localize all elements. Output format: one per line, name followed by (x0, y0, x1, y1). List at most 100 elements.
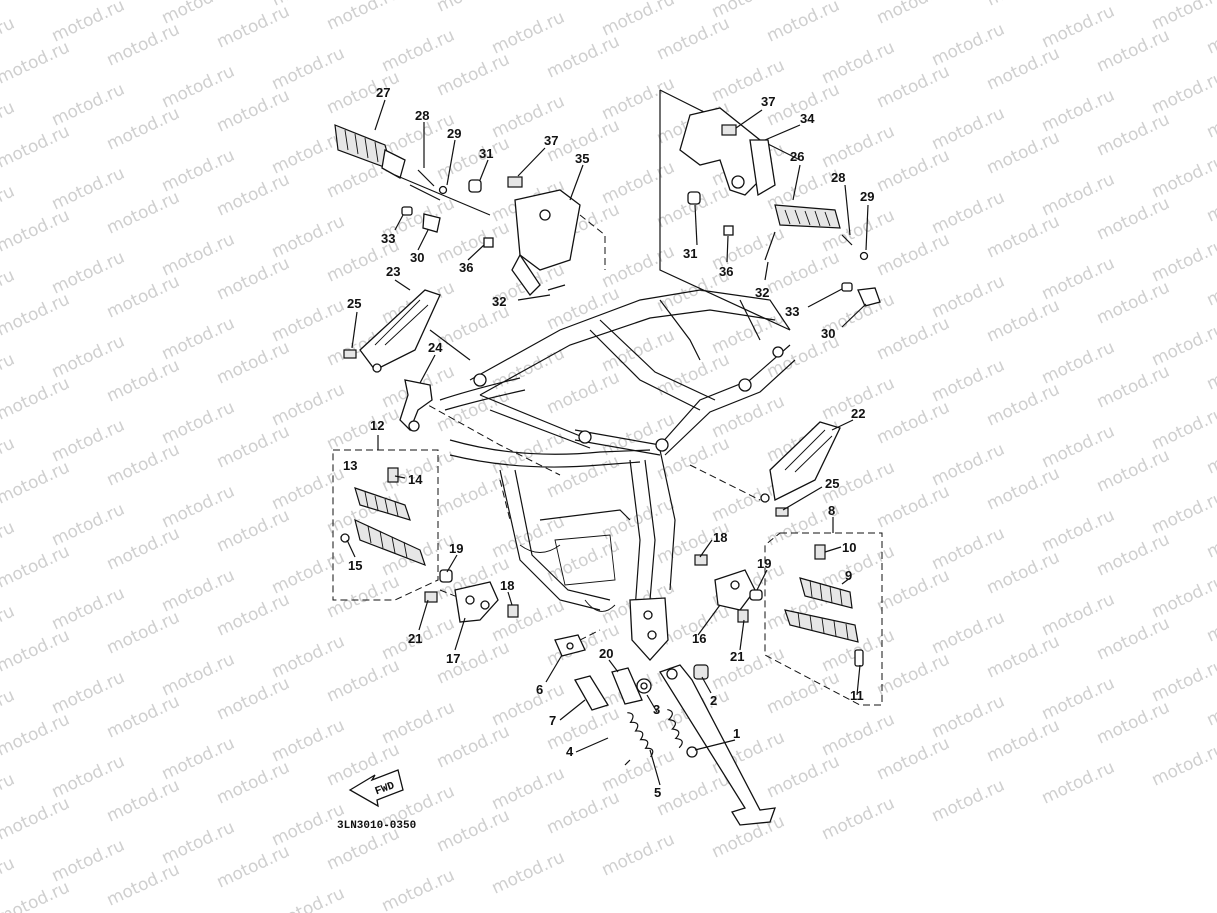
callout-25: 25 (347, 296, 361, 311)
callout-19: 19 (449, 541, 463, 556)
watermark-text: motod.ru (0, 205, 73, 256)
callout-2: 2 (710, 693, 717, 708)
forward-arrow-icon: FWD (348, 769, 404, 808)
watermark-text: motod.ru (1094, 277, 1173, 328)
watermark-text: motod.ru (544, 451, 623, 502)
watermark-text: motod.ru (324, 67, 403, 118)
watermark-text: motod.ru (0, 13, 18, 64)
watermark-text: motod.ru (764, 667, 843, 718)
callout-3: 3 (653, 702, 660, 717)
callout-28b: 28 (831, 170, 845, 185)
watermark-text: motod.ru (0, 769, 18, 820)
watermark-text: motod.ru (874, 313, 953, 364)
watermark-text: motod.ru (1094, 361, 1173, 412)
watermark-text: motod.ru (214, 253, 293, 304)
watermark-text: motod.ru (214, 505, 293, 556)
watermark-text: motod.ru (0, 265, 18, 316)
callout-29b: 29 (860, 189, 874, 204)
passenger-footrest-left-box (332, 449, 519, 623)
callout-1: 1 (733, 726, 740, 741)
callout-27: 27 (376, 85, 390, 100)
callout-31b: 31 (683, 246, 697, 261)
watermark-text: motod.ru (0, 793, 73, 844)
watermark-text: motod.ru (874, 733, 953, 784)
watermark-text: motod.ru (984, 43, 1063, 94)
callout-21: 21 (408, 631, 422, 646)
watermark-text: motod.ru (434, 133, 513, 184)
diagram-code: 3LN3010-0350 (337, 820, 416, 832)
watermark-text: motod.ru (1204, 7, 1217, 58)
passenger-footrest-right-box (694, 532, 883, 706)
watermark-text: motod.ru (434, 721, 513, 772)
watermark-text: motod.ru (544, 703, 623, 754)
callout-5: 5 (654, 785, 661, 800)
watermark-text: motod.ru (1094, 613, 1173, 664)
watermark-text: motod.ru (544, 367, 623, 418)
watermark-text: motod.ru (1094, 25, 1173, 76)
callout-35: 35 (575, 151, 589, 166)
watermark-text: motod.ru (214, 85, 293, 136)
watermark-text: motod.ru (104, 355, 183, 406)
watermark-text: motod.ru (214, 169, 293, 220)
callout-37b: 37 (761, 94, 775, 109)
watermark-text: motod.ru (1204, 679, 1217, 730)
watermark-text: motod.ru (654, 181, 733, 232)
callout-13: 13 (343, 458, 357, 473)
watermark-text: motod.ru (929, 775, 1008, 826)
watermark-text: motod.ru (544, 787, 623, 838)
watermark-text: motod.ru (104, 19, 183, 70)
callout-18: 18 (500, 578, 514, 593)
watermark-text: motod.ru (214, 421, 293, 472)
watermark-text: motod.ru (874, 565, 953, 616)
callout-30: 30 (410, 250, 424, 265)
watermark-text: motod.ru (0, 121, 73, 172)
watermark-text: motod.ru (984, 547, 1063, 598)
watermark-text: motod.ru (269, 883, 348, 913)
watermark-text: motod.ru (1204, 175, 1217, 226)
watermark-text: motod.ru (0, 373, 73, 424)
watermark-text: motod.ru (984, 0, 1063, 11)
watermark-text: motod.ru (324, 571, 403, 622)
watermark-text: motod.ru (1204, 91, 1217, 142)
watermark-text: motod.ru (0, 0, 73, 5)
callout-17: 17 (446, 651, 460, 666)
watermark-text: motod.ru (0, 625, 73, 676)
rear-right-footrest-group (659, 89, 881, 331)
watermark-text: motod.ru (874, 0, 953, 29)
callout-20: 20 (599, 646, 613, 661)
callout-33b: 33 (785, 304, 799, 319)
watermark-text: motod.ru (0, 349, 18, 400)
watermark-text: motod.ru (0, 517, 18, 568)
watermark-text: motod.ru (1149, 655, 1217, 706)
watermark-text: motod.ru (0, 181, 18, 232)
watermark-text: motod.ru (104, 103, 183, 154)
watermark-text: motod.ru (434, 49, 513, 100)
watermark-text: motod.ru (599, 829, 678, 880)
callout-36: 36 (459, 260, 473, 275)
callout-29: 29 (447, 126, 461, 141)
watermark-text: motod.ru (379, 865, 458, 913)
watermark-text: motod.ru (104, 859, 183, 910)
watermark-text: motod.ru (1149, 403, 1217, 454)
callout-6: 6 (536, 682, 543, 697)
watermark-text: motod.ru (1149, 235, 1217, 286)
watermark-text: motod.ru (874, 649, 953, 700)
watermark-text: motod.ru (214, 1, 293, 52)
watermark-text: motod.ru (544, 31, 623, 82)
watermark-text: motod.ru (654, 13, 733, 64)
watermark-text: motod.ru (984, 295, 1063, 346)
watermark-text: motod.ru (984, 211, 1063, 262)
watermark-text: motod.ru (1149, 739, 1217, 790)
callout-numbers: 27 28 29 31 37 35 33 30 36 32 23 25 24 3… (343, 85, 874, 800)
watermark-text: motod.ru (434, 385, 513, 436)
watermark-text: motod.ru (214, 589, 293, 640)
watermark-text: motod.ru (874, 229, 953, 280)
callout-8: 8 (828, 503, 835, 518)
watermark-text: motod.ru (1149, 151, 1217, 202)
callout-7: 7 (549, 713, 556, 728)
watermark-text: motod.ru (1039, 757, 1118, 808)
callout-25b: 25 (825, 476, 839, 491)
watermark-text: motod.ru (984, 715, 1063, 766)
